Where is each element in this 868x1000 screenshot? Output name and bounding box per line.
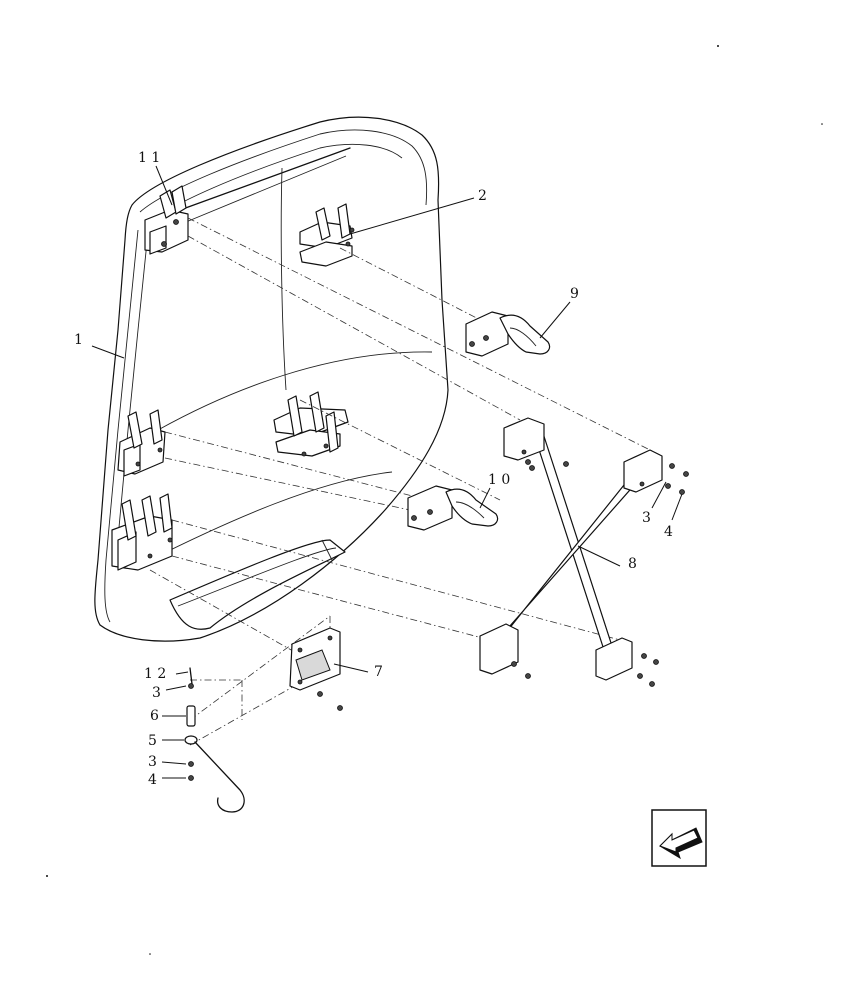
callout-10: 1 0 bbox=[488, 472, 510, 488]
callout-8: 8 bbox=[628, 556, 637, 572]
callout-3-lower: 3 bbox=[148, 754, 157, 770]
callout-4-right: 4 bbox=[664, 524, 673, 540]
cab-shell-part-1 bbox=[94, 116, 449, 642]
assembly-centerlines bbox=[149, 217, 661, 746]
handle-part-9 bbox=[465, 311, 551, 357]
hinge-bracket-middle-left bbox=[117, 409, 166, 477]
callout-3-upper: 3 bbox=[152, 685, 161, 701]
bracket-part-2-upper bbox=[299, 203, 355, 267]
callout-7: 7 bbox=[374, 664, 383, 680]
callout-9: 9 bbox=[570, 286, 579, 302]
leader-lines bbox=[91, 165, 683, 779]
orientation-arrow-icon bbox=[651, 809, 707, 867]
callout-3-right: 3 bbox=[642, 510, 651, 526]
specks bbox=[46, 45, 823, 955]
callout-2: 2 bbox=[478, 188, 487, 204]
callout-4-lower: 4 bbox=[148, 772, 157, 788]
handle-part-10 bbox=[407, 485, 499, 531]
bracket-part-2-middle bbox=[273, 391, 349, 457]
x-frame-part-8 bbox=[479, 417, 663, 681]
plate-part-7 bbox=[289, 627, 341, 691]
hinge-bracket-lower-left bbox=[111, 493, 173, 571]
pin-and-hook-assembly bbox=[184, 667, 245, 813]
callout-12: 1 2 bbox=[144, 666, 166, 682]
hardware-nuts-bolts bbox=[317, 459, 689, 711]
callout-11: 1 1 bbox=[138, 150, 160, 166]
callout-1: 1 bbox=[74, 332, 83, 348]
callout-labels: 1 2 3 3 3 4 4 5 6 7 8 9 1 0 1 1 1 2 bbox=[74, 150, 673, 788]
callout-5: 5 bbox=[148, 733, 157, 749]
callout-6: 6 bbox=[150, 708, 159, 724]
